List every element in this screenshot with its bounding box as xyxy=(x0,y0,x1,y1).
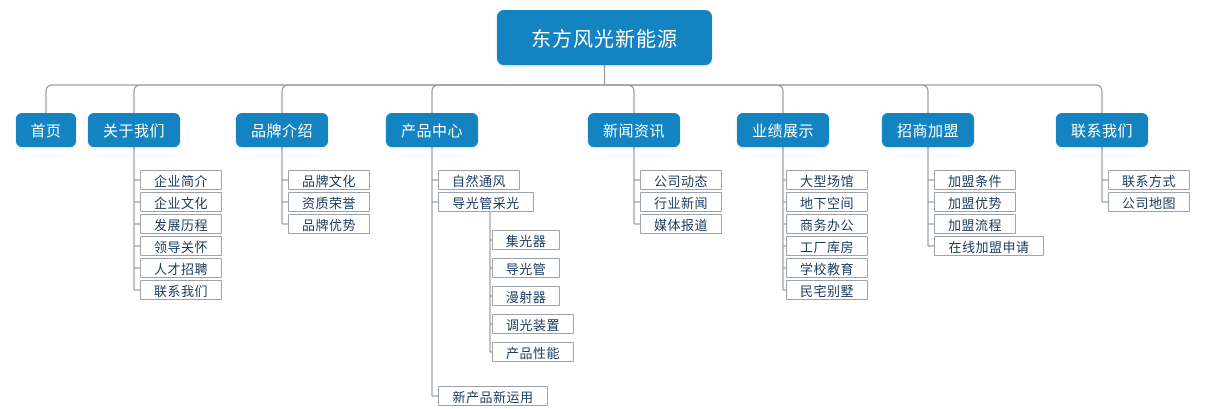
leaf-node-1-0[interactable]: 企业简介 xyxy=(140,170,222,190)
leaf-node-5-3[interactable]: 工厂库房 xyxy=(786,236,868,256)
leaf-node-3-2[interactable]: 新产品新运用 xyxy=(438,386,548,406)
leaf-node-4-0[interactable]: 公司动态 xyxy=(640,170,722,190)
branch-node-3[interactable]: 产品中心 xyxy=(386,113,478,147)
leaf-node-6-2[interactable]: 加盟流程 xyxy=(934,214,1016,234)
branch-node-2[interactable]: 品牌介绍 xyxy=(236,113,328,147)
leaf-node-2-1[interactable]: 资质荣誉 xyxy=(288,192,370,212)
leaf-node-5-0[interactable]: 大型场馆 xyxy=(786,170,868,190)
leaf-node-1-5[interactable]: 联系我们 xyxy=(140,280,222,300)
leaf-node-1-3[interactable]: 领导关怀 xyxy=(140,236,222,256)
leaf-node-3-0[interactable]: 自然通风 xyxy=(438,170,520,190)
leaf-node-1-2[interactable]: 发展历程 xyxy=(140,214,222,234)
leaf-node-4-2[interactable]: 媒体报道 xyxy=(640,214,722,234)
leaf-node-1-4[interactable]: 人才招聘 xyxy=(140,258,222,278)
leaf-node-6-1[interactable]: 加盟优势 xyxy=(934,192,1016,212)
leaf-node-3-1-4[interactable]: 产品性能 xyxy=(492,342,574,362)
leaf-node-6-3[interactable]: 在线加盟申请 xyxy=(934,236,1044,256)
branch-node-6[interactable]: 招商加盟 xyxy=(882,113,974,147)
leaf-node-4-1[interactable]: 行业新闻 xyxy=(640,192,722,212)
leaf-node-2-0[interactable]: 品牌文化 xyxy=(288,170,370,190)
leaf-node-2-2[interactable]: 品牌优势 xyxy=(288,214,370,234)
branch-node-7[interactable]: 联系我们 xyxy=(1056,113,1148,147)
leaf-node-3-1-2[interactable]: 漫射器 xyxy=(492,286,560,306)
branch-node-5[interactable]: 业绩展示 xyxy=(737,113,829,147)
leaf-node-7-0[interactable]: 联系方式 xyxy=(1108,170,1190,190)
branch-node-1[interactable]: 关于我们 xyxy=(88,113,180,147)
root-node[interactable]: 东方风光新能源 xyxy=(497,10,712,65)
leaf-node-1-1[interactable]: 企业文化 xyxy=(140,192,222,212)
leaf-node-5-2[interactable]: 商务办公 xyxy=(786,214,868,234)
leaf-node-5-5[interactable]: 民宅别墅 xyxy=(786,280,868,300)
leaf-node-6-0[interactable]: 加盟条件 xyxy=(934,170,1016,190)
leaf-node-3-1[interactable]: 导光管采光 xyxy=(438,192,534,212)
branch-node-0[interactable]: 首页 xyxy=(16,113,76,147)
leaf-node-3-1-1[interactable]: 导光管 xyxy=(492,258,560,278)
leaf-node-3-1-0[interactable]: 集光器 xyxy=(492,230,560,250)
leaf-node-3-1-3[interactable]: 调光装置 xyxy=(492,314,574,334)
branch-node-4[interactable]: 新闻资讯 xyxy=(588,113,680,147)
leaf-node-7-1[interactable]: 公司地图 xyxy=(1108,192,1190,212)
leaf-node-5-4[interactable]: 学校教育 xyxy=(786,258,868,278)
leaf-node-5-1[interactable]: 地下空间 xyxy=(786,192,868,212)
